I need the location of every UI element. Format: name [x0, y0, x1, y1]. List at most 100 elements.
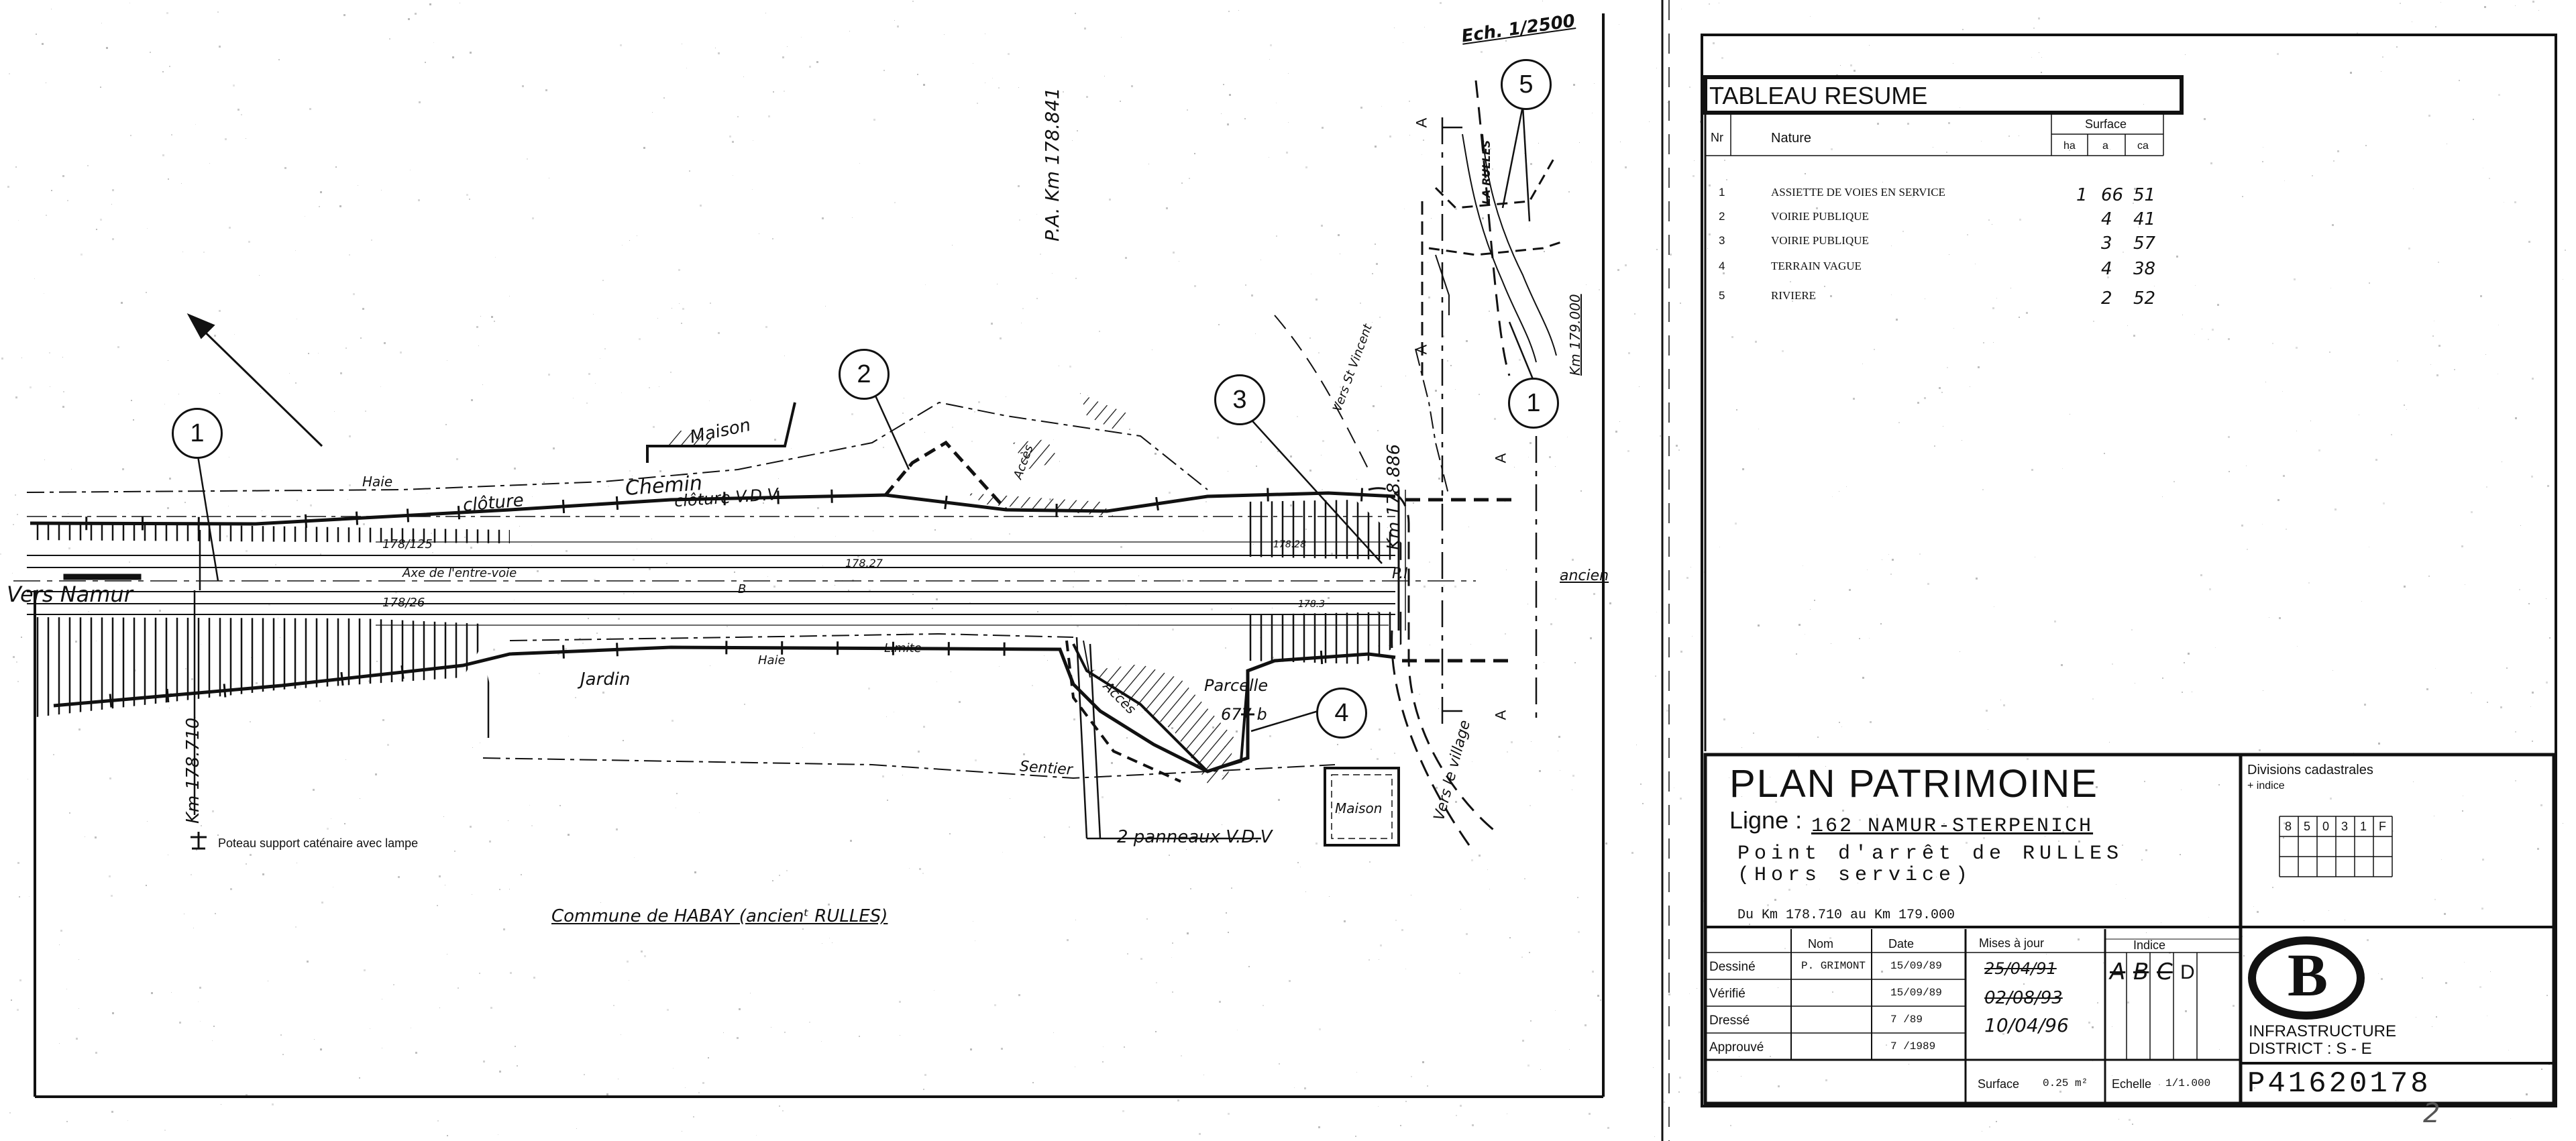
indice-value: A — [2110, 959, 2126, 985]
summary-col-surface: Surface — [2085, 117, 2127, 131]
b-marker-label: B — [738, 582, 747, 596]
section-line-a — [1441, 117, 1538, 724]
echelle-value: 1/1.000 — [2165, 1077, 2211, 1089]
summary-unit-ca: ca — [2137, 140, 2149, 152]
division-value: F — [2379, 820, 2386, 833]
cartouche-role: Dressé — [1709, 1014, 1750, 1028]
pa-km-label: P.A. Km 178.841 — [1041, 87, 1063, 241]
mise-a-jour-date: 25/04/91 — [1984, 959, 2057, 978]
summary-row-ca: 41 — [2133, 209, 2156, 229]
sheet-frame — [1701, 34, 2557, 1107]
summary-row-ca: 52 — [2133, 288, 2156, 309]
division-value: 3 — [2341, 820, 2349, 833]
section-a-label: A — [1492, 453, 1509, 464]
summary-col-nature: Nature — [1771, 131, 1812, 146]
north-arrow-icon — [186, 313, 323, 447]
summary-row-nr: 2 — [1719, 210, 1725, 223]
axe-label: Axe de l'entre-voie — [402, 566, 517, 580]
plan-frame — [34, 0, 1670, 1141]
summary-row-ca: 57 — [2133, 233, 2156, 254]
sheet-number: 2 — [2423, 1098, 2440, 1129]
haie-2-label: Haie — [758, 653, 786, 667]
poteau-legend-label: Poteau support caténaire avec lampe — [218, 836, 419, 850]
panneaux-label: 2 panneaux V.D.V — [1117, 827, 1273, 847]
km-178-125-label: 178/125 — [382, 537, 433, 551]
summary-row-nr: 4 — [1719, 260, 1725, 272]
summary-row-nature: TERRAIN VAGUE — [1771, 260, 1862, 272]
commune-label: Commune de HABAY (ancienᵗ RULLES) — [551, 906, 888, 926]
km-178-27-label: 178.27 — [845, 557, 883, 569]
indice-value: B — [2133, 959, 2149, 985]
callout-circle: 4 — [1316, 688, 1367, 739]
limite-label: Limite — [884, 641, 922, 655]
summary-row-nature: RIVIERE — [1771, 289, 1817, 302]
summary-row-nature: VOIRIE PUBLIQUE — [1771, 234, 1869, 247]
jardin-label: Jardin — [580, 669, 631, 690]
summary-row-ca: 38 — [2133, 259, 2156, 279]
callout-circle: 5 — [1501, 59, 1552, 110]
mises-label: Mises à jour — [1979, 936, 2045, 950]
km-178-26-label: 178/26 — [382, 596, 425, 610]
district-line-2: DISTRICT : S - E — [2249, 1040, 2372, 1058]
mise-a-jour-date: 10/04/96 — [1984, 1014, 2069, 1036]
km-178-710-label: Km 178.710 — [183, 717, 203, 824]
house-top — [646, 402, 796, 463]
callout-circle: 3 — [1214, 374, 1265, 425]
cartouche-title: PLAN PATRIMOINE — [1729, 762, 2098, 806]
summary-row-a: 3 — [2101, 233, 2112, 254]
col-nom-label: Nom — [1808, 937, 1834, 950]
fence-line-bottom — [53, 645, 1516, 773]
divisions-sub-label: + indice — [2247, 780, 2285, 792]
division-grid — [2279, 816, 2393, 877]
echelle-label: Echelle — [2112, 1077, 2152, 1091]
cloture-label: clôture — [462, 490, 525, 516]
callout-circle: 2 — [839, 349, 890, 400]
mise-a-jour-date: 02/08/93 — [1984, 988, 2063, 1008]
indice-value: C — [2157, 959, 2173, 985]
road-vers-le-village — [1274, 80, 1511, 846]
limit-lines — [26, 348, 1450, 779]
vers-namur-label: Vers Namur — [7, 582, 133, 607]
summary-row-nr: 5 — [1719, 289, 1725, 302]
house-bottom — [1324, 767, 1400, 847]
sentier-label: Sentier — [1019, 758, 1073, 779]
summary-row-nr: 3 — [1719, 234, 1725, 247]
surface-value: 0.25 m² — [2043, 1077, 2088, 1089]
panneaux-leaders — [1075, 637, 1261, 840]
summary-row-nature: ASSIETTE DE VOIES EN SERVICE — [1771, 186, 1945, 199]
parcelle-label: Parcelle — [1204, 676, 1269, 695]
division-value: 8 — [2285, 820, 2292, 833]
cartouche-role: Dessiné — [1709, 960, 1756, 974]
plan-number: P41620178 — [2247, 1067, 2431, 1101]
embankment-hatching — [30, 393, 1405, 783]
summary-unit-ha: ha — [2063, 140, 2076, 152]
section-a-label: A — [1413, 344, 1430, 355]
division-value: 1 — [2360, 820, 2367, 833]
cartouche-date: 7 /89 — [1890, 1014, 1923, 1026]
division-value: 5 — [2304, 820, 2311, 833]
summary-col-nr: Nr — [1711, 131, 1723, 144]
km-178-3-label: 178.3 — [1298, 599, 1326, 610]
maison-bottom-label: Maison — [1335, 800, 1383, 816]
summary-row-a: 4 — [2101, 209, 2112, 229]
division-value: 0 — [2322, 820, 2330, 833]
surface-label: Surface — [1978, 1077, 2020, 1091]
pi-label: P.I — [1392, 565, 1408, 582]
summary-row-a: 66 — [2101, 185, 2124, 205]
km-178-886-label: Km 178.886 — [1384, 443, 1404, 550]
sncb-logo-letter: B — [2288, 942, 2328, 1009]
indice-value: D — [2180, 961, 2195, 983]
section-a-label: A — [1413, 117, 1430, 128]
ancien-label: ancien — [1560, 567, 1609, 584]
km-179-000-label: Km 179.000 — [1567, 294, 1583, 376]
parcelle-number-label: 677 b — [1221, 705, 1267, 724]
summary-unit-a: a — [2102, 140, 2108, 152]
summary-row-ca: 51 — [2133, 185, 2156, 205]
col-date-label: Date — [1888, 937, 1915, 950]
cartouche-role: Approuvé — [1709, 1040, 1764, 1054]
ligne-label: Ligne : — [1729, 806, 1803, 834]
callout-circle: 1 — [1508, 378, 1559, 429]
district-line-1: INFRASTRUCTURE — [2249, 1022, 2396, 1040]
